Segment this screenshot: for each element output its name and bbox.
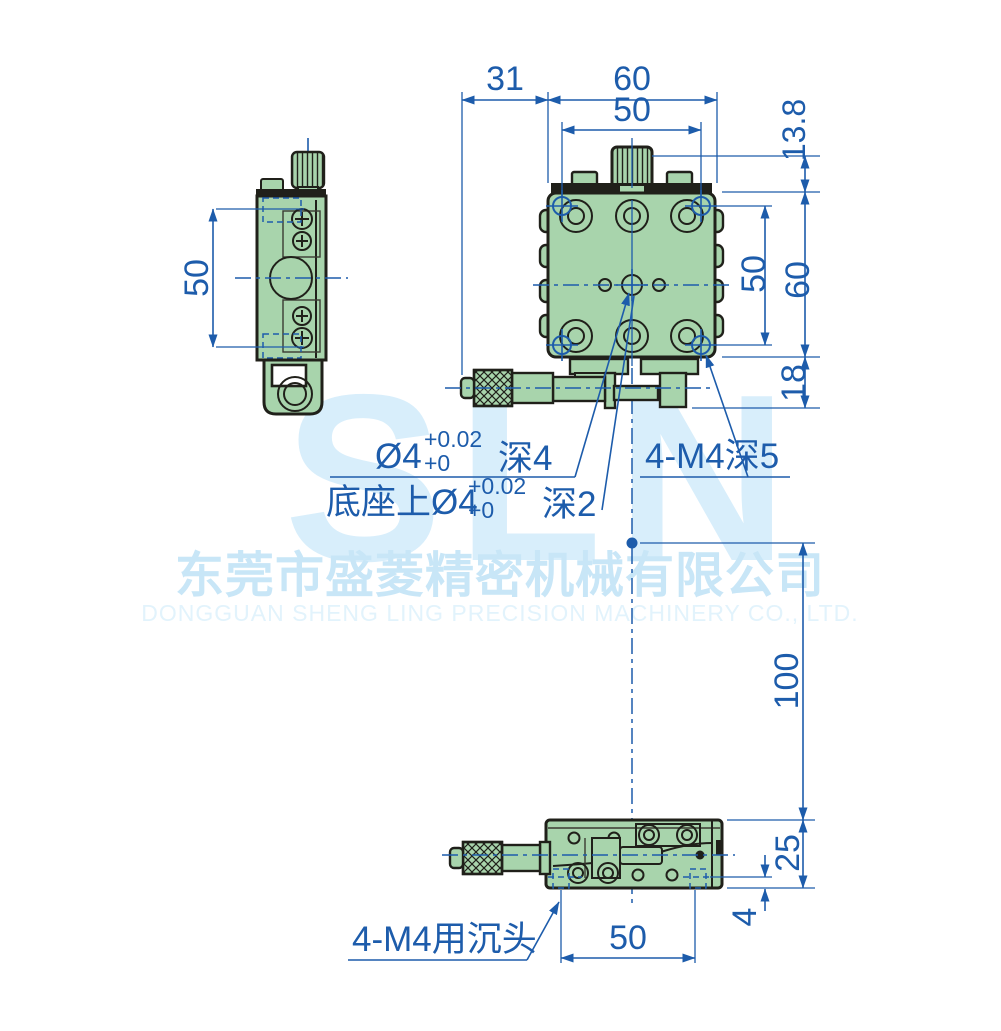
dim-knob-height: 13.8: [776, 99, 812, 161]
side-view: 50: [178, 138, 348, 416]
ann-base-tol-lo: +0: [468, 497, 494, 523]
front-clamp-screws: [638, 824, 698, 846]
watermark-company-cn: 东莞市盛菱精密机械有限公司: [175, 549, 825, 603]
micrometer-top: [445, 368, 712, 410]
front-view: [442, 818, 735, 890]
hole-annotations: Ø4 +0.02 +0 深4 底座上Ø4 +0.02 +0 深2 4-M4深5: [326, 292, 790, 524]
dim-front-span: 50: [609, 919, 647, 957]
ann-center-tol-lo: +0: [424, 450, 450, 476]
front-pin-hole: [695, 850, 705, 860]
top-corner-m4-holes: [546, 190, 717, 361]
center-point-mark: [626, 537, 638, 549]
side-screws: [291, 208, 313, 349]
top-view: [445, 138, 730, 903]
dim-top-offset: 31: [486, 60, 524, 98]
ann-counterbore: 4-M4用沉头: [352, 920, 537, 959]
ann-center-dia: Ø4: [375, 437, 422, 476]
ann-center-depth: 深4: [498, 439, 552, 478]
ann-base-dia: 底座上Ø4: [326, 483, 478, 522]
dimensions-top: 31 60 50: [461, 60, 718, 375]
dim-front-height: 25: [769, 834, 807, 872]
dim-base-offset: 4: [726, 908, 764, 927]
dim-right-span: 50: [735, 255, 773, 293]
dimensions-front: 25 4 50 4-M4用沉头: [348, 819, 815, 963]
side-bracket-slot: [270, 363, 308, 388]
ann-center-tol-up: +0.02: [424, 426, 482, 452]
ann-base-depth: 深2: [542, 485, 596, 524]
micrometer-front: [448, 840, 552, 876]
ann-corner-thread: 4-M4深5: [645, 437, 779, 476]
dim-right-height: 60: [779, 261, 817, 299]
dimensions-right: 13.8 60 50 18: [652, 99, 820, 409]
front-bottom-screws: [567, 862, 619, 884]
dim-top-width: 60: [613, 60, 651, 98]
dim-bracket-height: 18: [775, 364, 813, 402]
watermark-company-en: DONGGUAN SHENG LING PRECISION MACHINERY …: [141, 600, 858, 626]
ann-base-tol-up: +0.02: [468, 473, 526, 499]
dim-view-gap: 100: [768, 653, 806, 710]
dim-top-span: 50: [613, 91, 651, 129]
dim-side-span: 50: [178, 259, 216, 297]
dimension-gap: 100: [626, 537, 815, 821]
